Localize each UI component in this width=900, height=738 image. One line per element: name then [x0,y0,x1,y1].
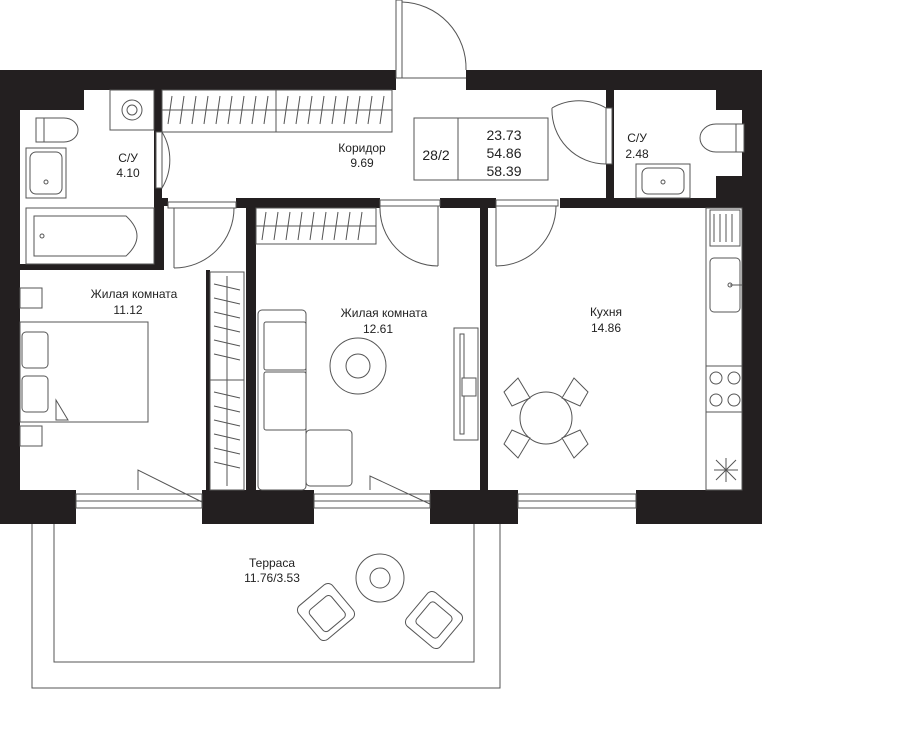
terrace-furniture [296,553,464,650]
summary-box [413,117,549,181]
terrace-outline [31,524,501,689]
bath1-door [155,131,171,189]
balcony-doors [137,469,431,505]
living1-name: Жилая комната [91,287,178,301]
apartment-number: 28/2 [422,147,449,163]
living2-wardrobe [255,207,377,245]
living2-name: Жилая комната [341,306,428,320]
windows [75,493,637,509]
kitchen-name: Кухня [590,305,622,319]
living2-furniture [257,309,479,491]
bath1-name: С/У [118,151,138,165]
living1-area: 11.12 [113,303,142,317]
bath2-fixtures [635,123,745,199]
corridor-area: 9.69 [350,156,374,170]
terrace-area: 11.76/3.53 [244,571,300,585]
living2-area: 12.61 [363,322,393,336]
living2-door [379,199,441,267]
bath2-name: С/У [627,131,647,145]
living1-door [167,201,237,269]
corridor-wardrobe [161,89,393,133]
kitchen-door [495,199,559,267]
living1-furniture [19,271,245,491]
total-with-terrace-value: 58.39 [486,163,521,179]
walls [0,70,762,524]
kitchen-area: 14.86 [591,321,621,335]
terrace-name: Терраса [249,556,295,570]
total-area-value: 54.86 [486,145,521,161]
kitchen-furniture [503,207,743,491]
entry-door [395,0,467,79]
living-area-value: 23.73 [486,127,521,143]
bath2-door [551,100,613,165]
bath1-fixtures [25,89,155,265]
corridor-name: Коридор [338,141,386,155]
bath2-area: 2.48 [625,147,649,161]
bath1-area: 4.10 [116,166,140,180]
